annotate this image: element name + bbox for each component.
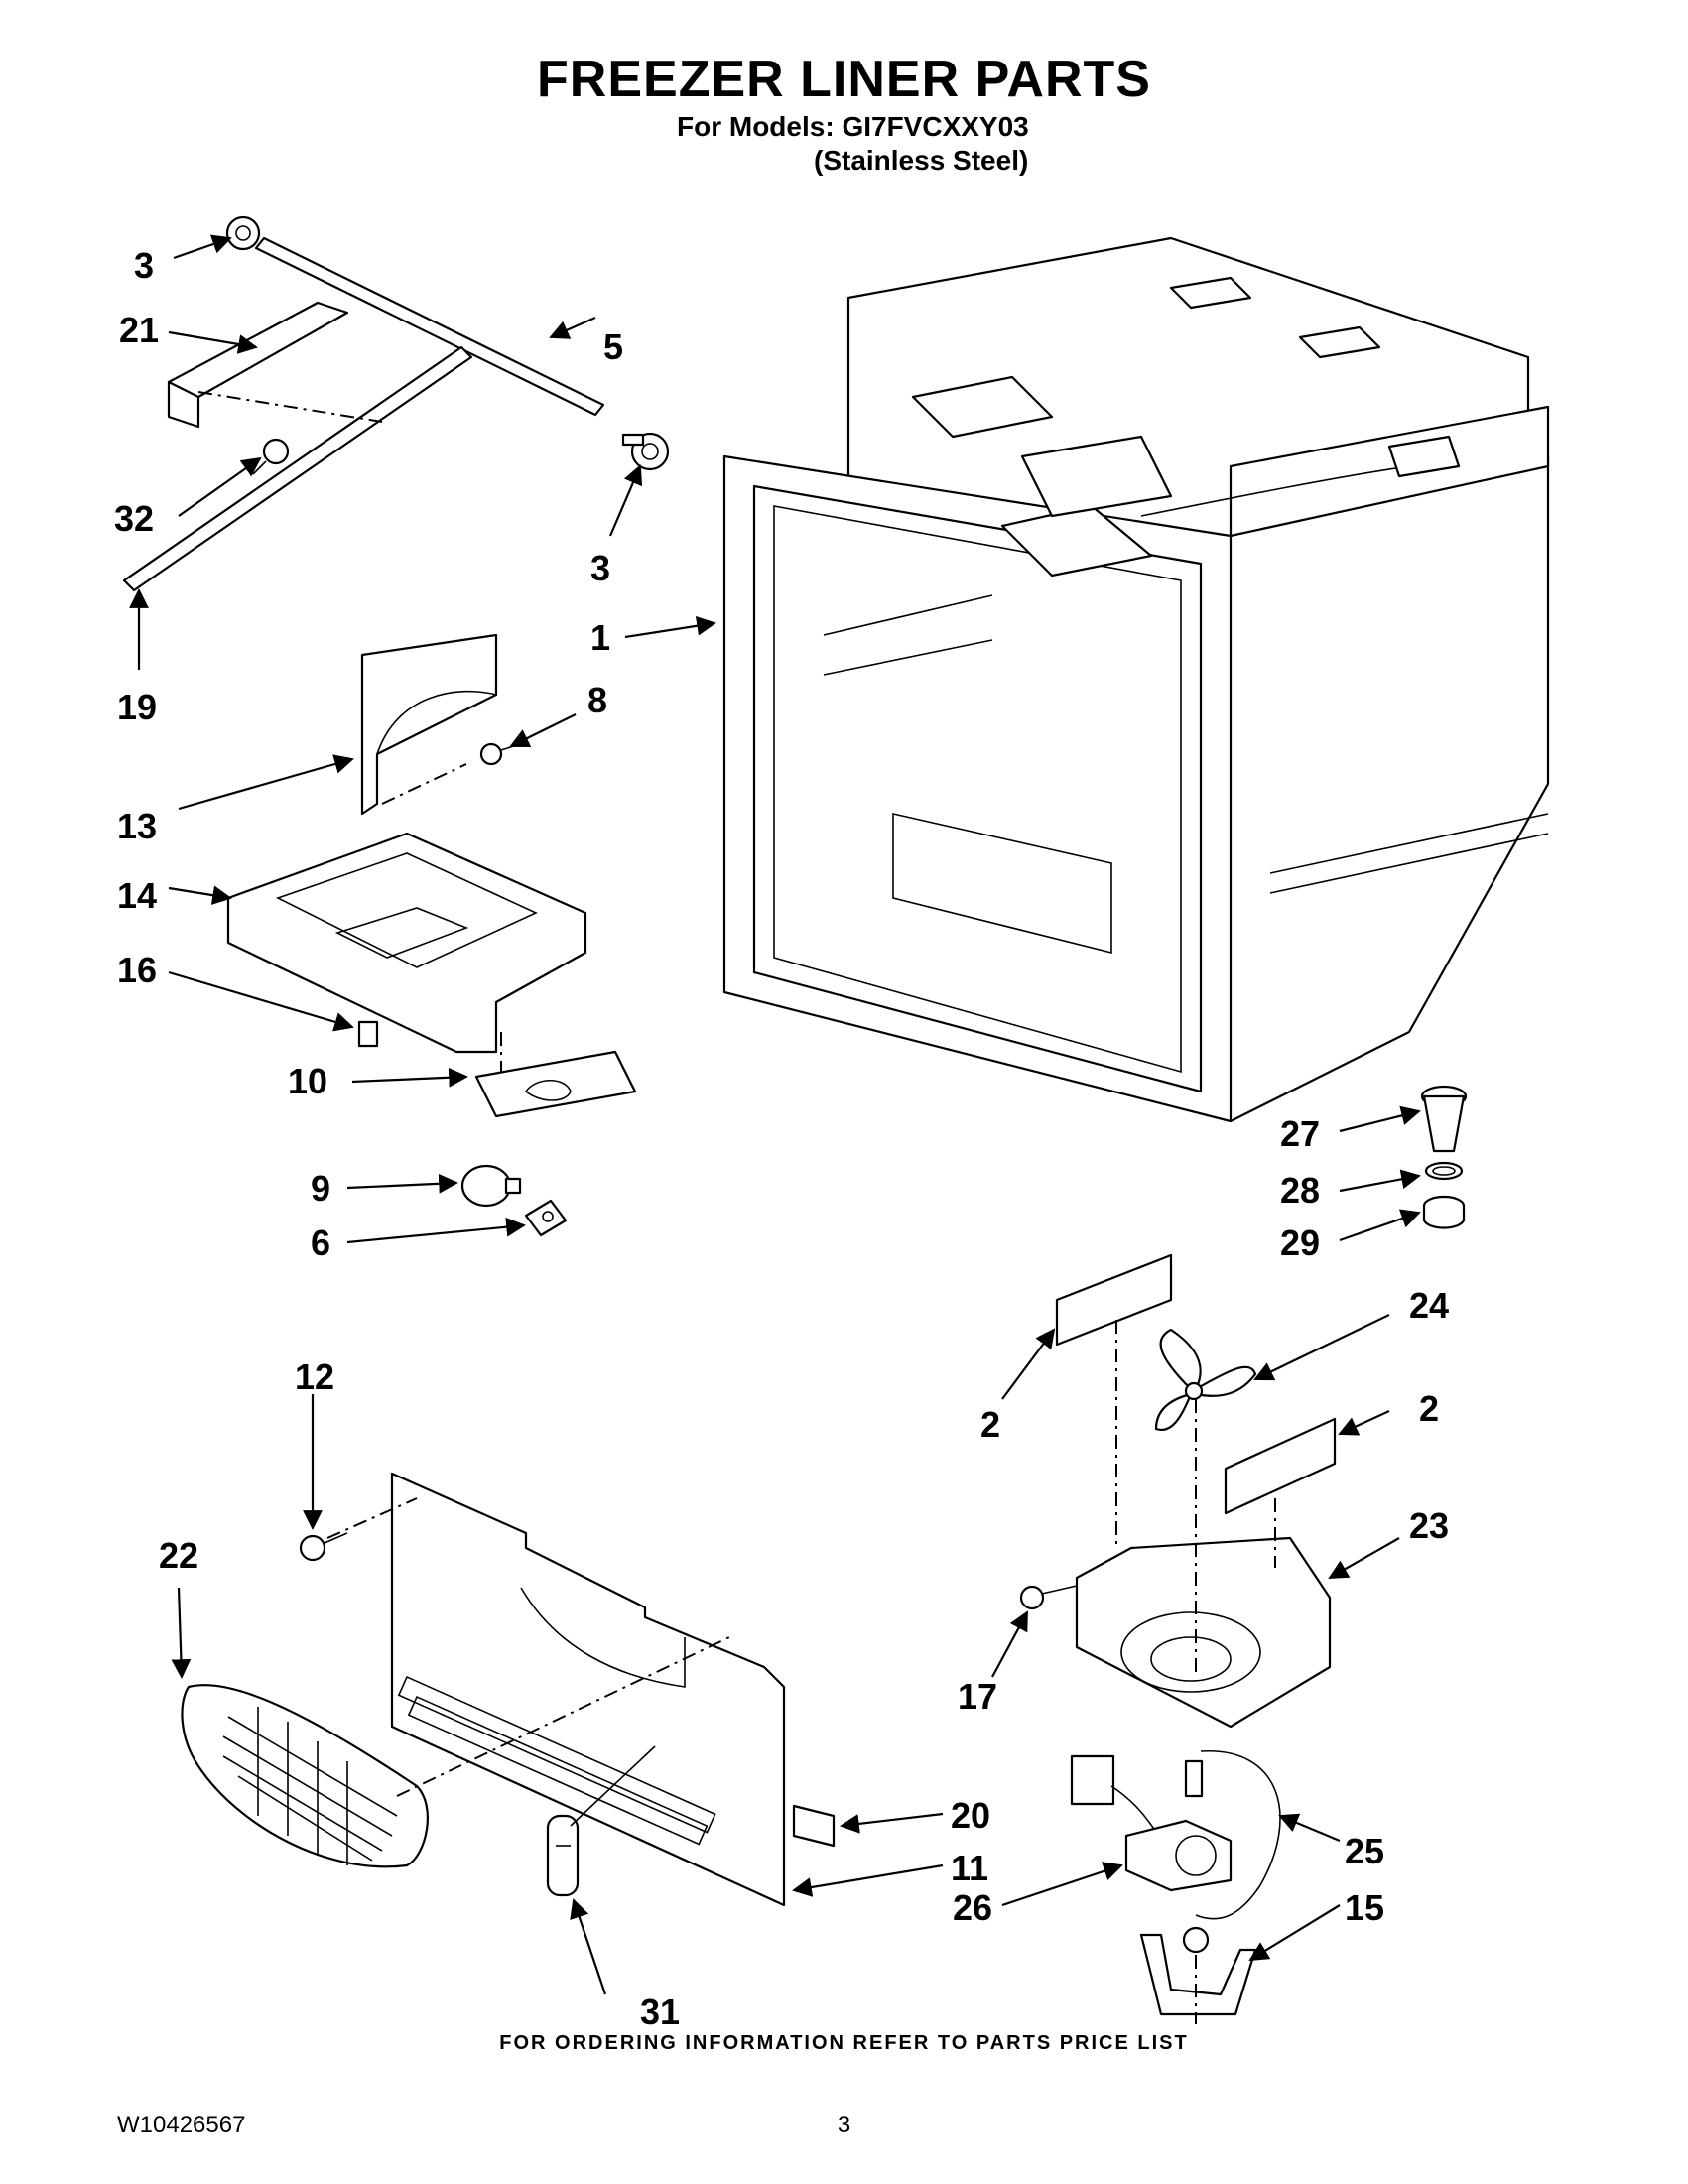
- part-13-light-bracket: [360, 633, 498, 816]
- callout-26: 26: [953, 1887, 992, 1928]
- callout-21: 21: [119, 310, 159, 350]
- callout-2-right: 2: [1419, 1388, 1439, 1429]
- part-14-light-housing: [226, 832, 587, 1054]
- callout-20: 20: [951, 1795, 990, 1836]
- part-22-vent-grille: [181, 1684, 429, 1868]
- ordering-note: FOR ORDERING INFORMATION REFER TO PARTS …: [499, 2032, 1189, 2054]
- callout-2-left: 2: [980, 1404, 1000, 1445]
- page-title: FREEZER LINER PARTS: [537, 51, 1151, 108]
- callout-labels: 3 21 5 3 32 19 1 8 13 14 16 10 9 6 12 22…: [114, 245, 1449, 2032]
- callout-6: 6: [311, 1222, 330, 1263]
- part-25-wire-harness: [1070, 1750, 1281, 1920]
- part-29-drain-cap: [1422, 1195, 1466, 1229]
- callout-13: 13: [117, 806, 157, 846]
- part-3-gear-lower: [621, 432, 670, 471]
- part-17-screw: [1019, 1585, 1078, 1610]
- callout-11: 11: [951, 1848, 988, 1888]
- part-21-rail-bracket: [167, 301, 349, 429]
- part-24-fan-blade: [1154, 1328, 1257, 1432]
- part-2-insulation-lower: [1224, 1417, 1337, 1515]
- callout-leaders: [129, 234, 1421, 1995]
- callout-3-upper: 3: [134, 245, 154, 286]
- models-line: For Models: GI7FVCXXY03: [677, 111, 1029, 142]
- part-31-thermistor-holder: [546, 1814, 580, 1897]
- document-number: W10426567: [117, 2112, 246, 2138]
- part-11-evaporator-cover: [390, 1472, 786, 1907]
- part-16-light-socket: [357, 1020, 379, 1048]
- callout-27: 27: [1280, 1113, 1320, 1154]
- part-23-fan-shroud: [1075, 1536, 1332, 1729]
- part-28-o-ring: [1424, 1161, 1464, 1181]
- callout-25: 25: [1345, 1831, 1384, 1871]
- callout-9: 9: [311, 1168, 330, 1209]
- page-number: 3: [837, 2112, 851, 2138]
- callout-10: 10: [288, 1061, 327, 1101]
- callout-5: 5: [603, 326, 623, 367]
- part-3-gear-upper: [225, 215, 261, 251]
- callout-15: 15: [1345, 1887, 1384, 1928]
- part-26-fan-motor: [1124, 1759, 1233, 1892]
- part-2-insulation-upper: [1055, 1253, 1173, 1347]
- callout-29: 29: [1280, 1222, 1320, 1263]
- part-8-screw: [479, 741, 527, 766]
- callout-24: 24: [1409, 1285, 1449, 1326]
- callout-17: 17: [958, 1676, 997, 1717]
- callout-28: 28: [1280, 1170, 1320, 1211]
- part-12-screw: [299, 1532, 348, 1562]
- part-19-rail: [122, 345, 473, 592]
- part-1-freezer-liner: [722, 236, 1550, 1123]
- finish-line: (Stainless Steel): [814, 145, 1029, 176]
- callout-14: 14: [117, 875, 157, 916]
- part-20-foam-strip: [792, 1804, 836, 1848]
- part-9-light-bulb: [460, 1164, 522, 1208]
- part-32-screw: [252, 438, 290, 475]
- callout-16: 16: [117, 950, 157, 990]
- callout-1: 1: [590, 617, 610, 658]
- part-10-light-shield: [474, 1050, 637, 1118]
- callout-8: 8: [587, 680, 607, 720]
- callout-19: 19: [117, 687, 157, 727]
- callout-23: 23: [1409, 1505, 1449, 1546]
- callout-3-lower: 3: [590, 548, 610, 588]
- part-15-motor-bracket: [1139, 1926, 1257, 2016]
- part-5-shaft: [254, 236, 605, 417]
- callout-31: 31: [640, 1991, 680, 2032]
- part-6-bulb-clip: [524, 1199, 568, 1237]
- callout-12: 12: [295, 1356, 334, 1397]
- callout-22: 22: [159, 1535, 198, 1576]
- callout-32: 32: [114, 498, 154, 539]
- part-27-drain-trap: [1420, 1085, 1468, 1153]
